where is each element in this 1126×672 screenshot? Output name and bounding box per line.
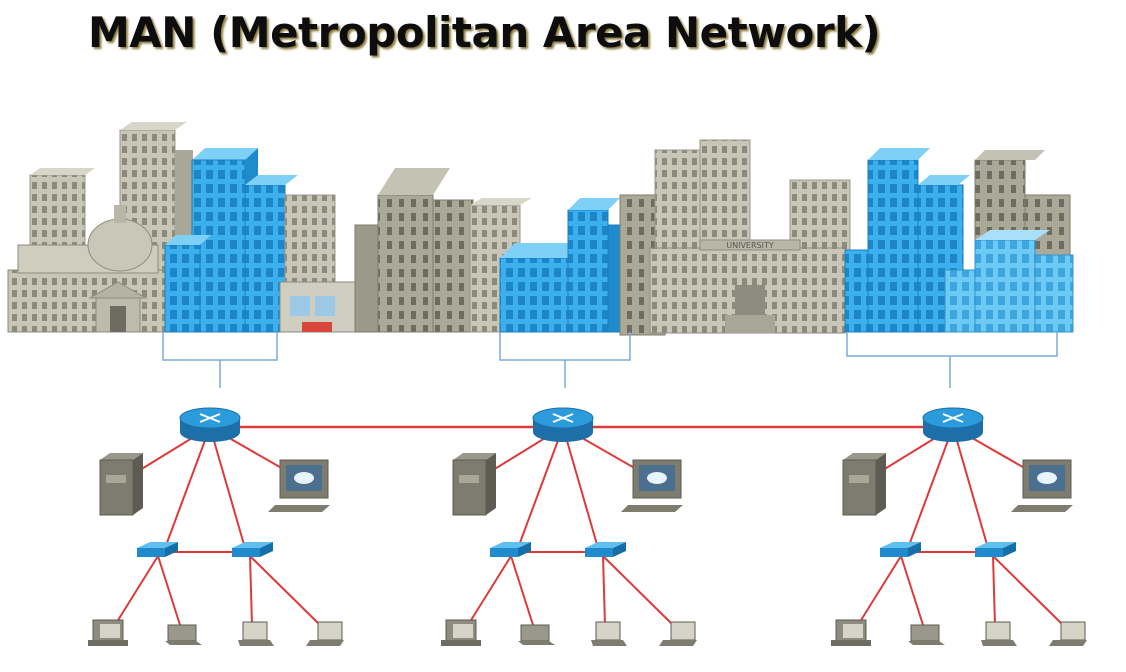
switch-icon [232,542,273,557]
switch-icon [975,542,1016,557]
site-bracket [162,332,1058,388]
building-university: UNIVERSITY [649,139,851,334]
building-blue [844,148,1074,333]
building-gray [279,168,532,333]
server-icon [99,453,143,516]
laptop-icon [1049,621,1087,646]
server-icon [452,453,496,516]
router-icon [179,407,241,442]
network-site-2 [441,407,697,646]
city-skyline: UNIVERSITY [7,122,1074,336]
monitor-icon [268,459,330,512]
monitor-icon [621,459,683,512]
monitor-icon [1011,459,1073,512]
switch-icon [585,542,626,557]
network-site-1 [88,407,344,646]
router-icon [532,407,594,442]
laptop-icon [306,621,344,646]
laptop-icon [981,621,1017,646]
building-blue [164,148,298,333]
computer-icon [441,619,481,646]
laptop-icon [659,621,697,646]
computer-icon [88,619,128,646]
university-sign: UNIVERSITY [726,241,774,250]
switch-icon [880,542,921,557]
switch-icon [137,542,178,557]
building-capitol [7,205,169,333]
laptop-icon [238,621,274,646]
network-site-3 [831,407,1087,646]
printer-icon [165,624,202,645]
page-title: MAN (Metropolitan Area Network) [88,8,881,57]
building-blue [499,194,666,336]
printer-icon [518,624,555,645]
server-icon [842,453,886,516]
printer-icon [908,624,945,645]
computer-icon [831,619,871,646]
laptop-icon [591,621,627,646]
switch-icon [490,542,531,557]
router-icon [922,407,984,442]
